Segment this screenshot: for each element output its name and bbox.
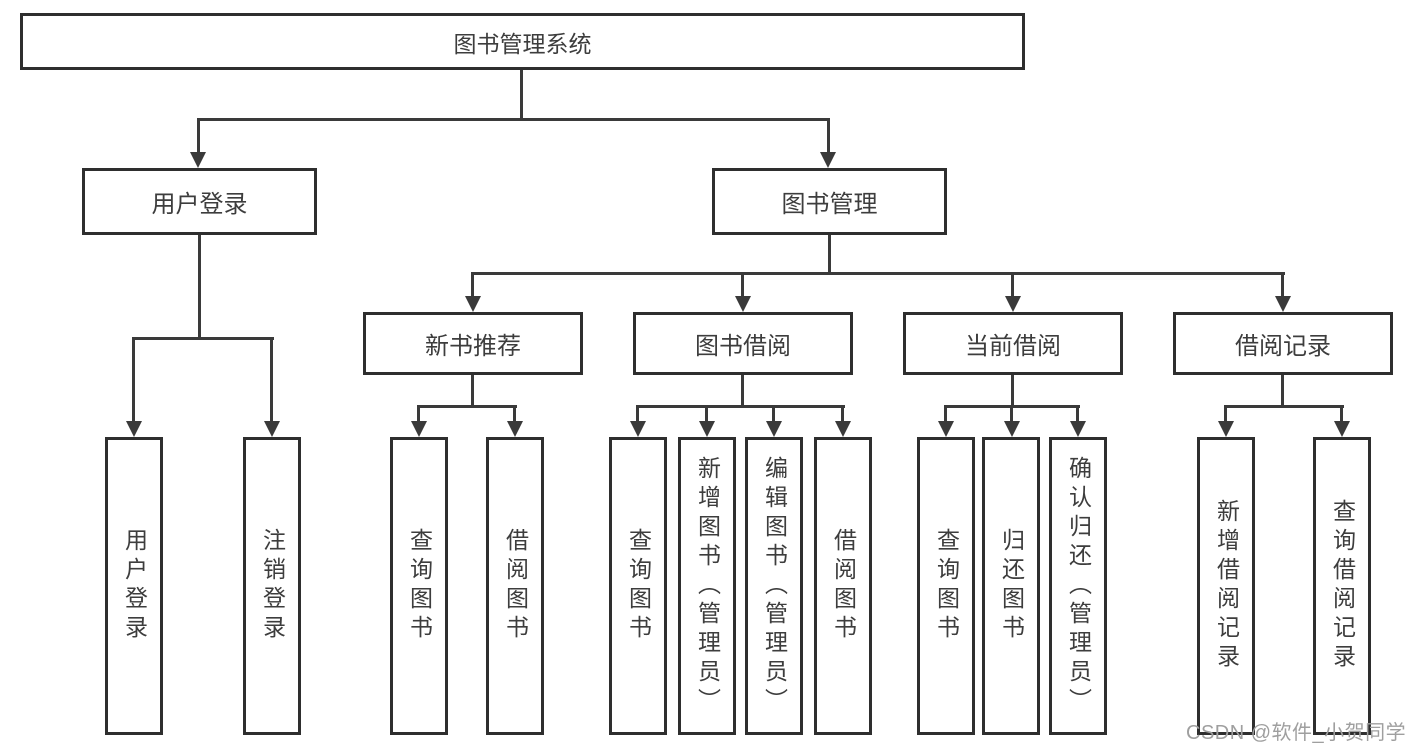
connector-drop-book-mgmt xyxy=(827,118,830,154)
leaf-query-borrow-record: 查询借阅记录 xyxy=(1313,437,1371,735)
arrowhead-edit-book xyxy=(766,421,782,437)
node-current-borrow: 当前借阅 xyxy=(903,312,1123,375)
connector-drop-query-books-3 xyxy=(944,405,947,423)
connector-user-login-branch xyxy=(133,337,274,340)
leaf-logout: 注销登录 xyxy=(243,437,301,735)
arrowhead-leaf-logout xyxy=(264,421,280,437)
leaf-borrow-books-1-label: 借阅图书 xyxy=(502,528,529,644)
leaf-query-books-1: 查询图书 xyxy=(390,437,448,735)
connector-book-borrow-stem xyxy=(741,375,744,405)
arrowhead-query-books-3 xyxy=(938,421,954,437)
leaf-borrow-books-2: 借阅图书 xyxy=(814,437,872,735)
leaf-add-book-admin: 新增图书（管理员） xyxy=(678,437,736,735)
node-new-book-rec: 新书推荐 xyxy=(363,312,583,375)
leaf-logout-label: 注销登录 xyxy=(259,528,286,644)
arrowhead-confirm-return xyxy=(1070,421,1086,437)
connector-current-borrow-stem xyxy=(1011,375,1014,405)
arrowhead-borrow-record xyxy=(1275,296,1291,312)
arrowhead-book-borrow xyxy=(735,296,751,312)
leaf-add-borrow-record-label: 新增借阅记录 xyxy=(1213,499,1240,673)
connector-drop-query-record xyxy=(1340,405,1343,423)
connector-user-login-stem xyxy=(198,235,201,337)
connector-drop-confirm-return xyxy=(1076,405,1079,423)
connector-drop-leaf-logout xyxy=(270,337,273,423)
arrowhead-current-borrow xyxy=(1005,296,1021,312)
leaf-query-books-3-label: 查询图书 xyxy=(933,528,960,644)
csdn-watermark: CSDN @软件_小贺同学 xyxy=(1186,722,1405,744)
leaf-borrow-books-2-label: 借阅图书 xyxy=(830,528,857,644)
arrowhead-leaf-login xyxy=(126,421,142,437)
connector-drop-query-books-1 xyxy=(417,405,420,423)
arrowhead-add-record xyxy=(1218,421,1234,437)
arrowhead-borrow-books-2 xyxy=(835,421,851,437)
leaf-borrow-books-1: 借阅图书 xyxy=(486,437,544,735)
connector-book-mgmt-branch xyxy=(472,272,1285,275)
arrowhead-new-book-rec xyxy=(465,296,481,312)
user-login-label: 用户登录 xyxy=(151,191,248,218)
connector-drop-borrow-record xyxy=(1281,272,1284,298)
arrowhead-query-record xyxy=(1334,421,1350,437)
new-book-rec-label: 新书推荐 xyxy=(425,333,521,360)
node-book-borrow: 图书借阅 xyxy=(633,312,853,375)
connector-drop-book-borrow xyxy=(741,272,744,298)
connector-drop-current-borrow xyxy=(1011,272,1014,298)
leaf-return-book: 归还图书 xyxy=(982,437,1040,735)
connector-drop-borrow-books-1 xyxy=(513,405,516,423)
leaf-add-book-admin-label: 新增图书（管理员） xyxy=(694,455,721,717)
node-borrow-record: 借阅记录 xyxy=(1173,312,1393,375)
leaf-query-books-1-label: 查询图书 xyxy=(406,528,433,644)
leaf-confirm-return-admin-label: 确认归还（管理员） xyxy=(1065,455,1092,717)
connector-borrow-record-branch xyxy=(1225,405,1344,408)
node-user-login: 用户登录 xyxy=(82,168,317,235)
connector-drop-new-book-rec xyxy=(471,272,474,298)
leaf-return-book-label: 归还图书 xyxy=(998,528,1025,644)
arrowhead-borrow-books-1 xyxy=(507,421,523,437)
leaf-query-books-2-label: 查询图书 xyxy=(625,528,652,644)
arrowhead-query-books-1 xyxy=(411,421,427,437)
connector-book-mgmt-stem xyxy=(828,235,831,272)
borrow-record-label: 借阅记录 xyxy=(1235,333,1331,360)
leaf-confirm-return-admin: 确认归还（管理员） xyxy=(1049,437,1107,735)
arrowhead-user-login xyxy=(190,152,206,168)
leaf-edit-book-admin-label: 编辑图书（管理员） xyxy=(761,455,788,717)
system-root-label: 图书管理系统 xyxy=(453,30,592,57)
connector-drop-add-book xyxy=(705,405,708,423)
arrowhead-query-books-2 xyxy=(630,421,646,437)
node-system-root: 图书管理系统 xyxy=(20,13,1025,70)
connector-root-branch xyxy=(197,118,830,121)
leaf-edit-book-admin: 编辑图书（管理员） xyxy=(745,437,803,735)
connector-drop-query-books-2 xyxy=(636,405,639,423)
leaf-add-borrow-record: 新增借阅记录 xyxy=(1197,437,1255,735)
connector-drop-leaf-login xyxy=(132,337,135,423)
leaf-user-login: 用户登录 xyxy=(105,437,163,735)
arrowhead-return-book xyxy=(1004,421,1020,437)
leaf-query-books-2: 查询图书 xyxy=(609,437,667,735)
connector-drop-user-login xyxy=(197,118,200,154)
connector-borrow-record-stem xyxy=(1281,375,1284,405)
connector-book-borrow-branch xyxy=(637,405,845,408)
node-book-mgmt: 图书管理 xyxy=(712,168,947,235)
connector-new-book-rec-branch xyxy=(418,405,517,408)
book-borrow-label: 图书借阅 xyxy=(695,333,791,360)
connector-drop-edit-book xyxy=(772,405,775,423)
connector-drop-add-record xyxy=(1224,405,1227,423)
connector-root-stem xyxy=(520,70,523,118)
connector-drop-return-book xyxy=(1010,405,1013,423)
connector-new-book-rec-stem xyxy=(471,375,474,405)
connector-drop-borrow-books-2 xyxy=(841,405,844,423)
leaf-query-borrow-record-label: 查询借阅记录 xyxy=(1329,499,1356,673)
leaf-user-login-label: 用户登录 xyxy=(121,528,148,644)
book-mgmt-label: 图书管理 xyxy=(781,191,878,218)
leaf-query-books-3: 查询图书 xyxy=(917,437,975,735)
current-borrow-label: 当前借阅 xyxy=(965,333,1061,360)
arrowhead-add-book xyxy=(699,421,715,437)
arrowhead-book-mgmt xyxy=(820,152,836,168)
